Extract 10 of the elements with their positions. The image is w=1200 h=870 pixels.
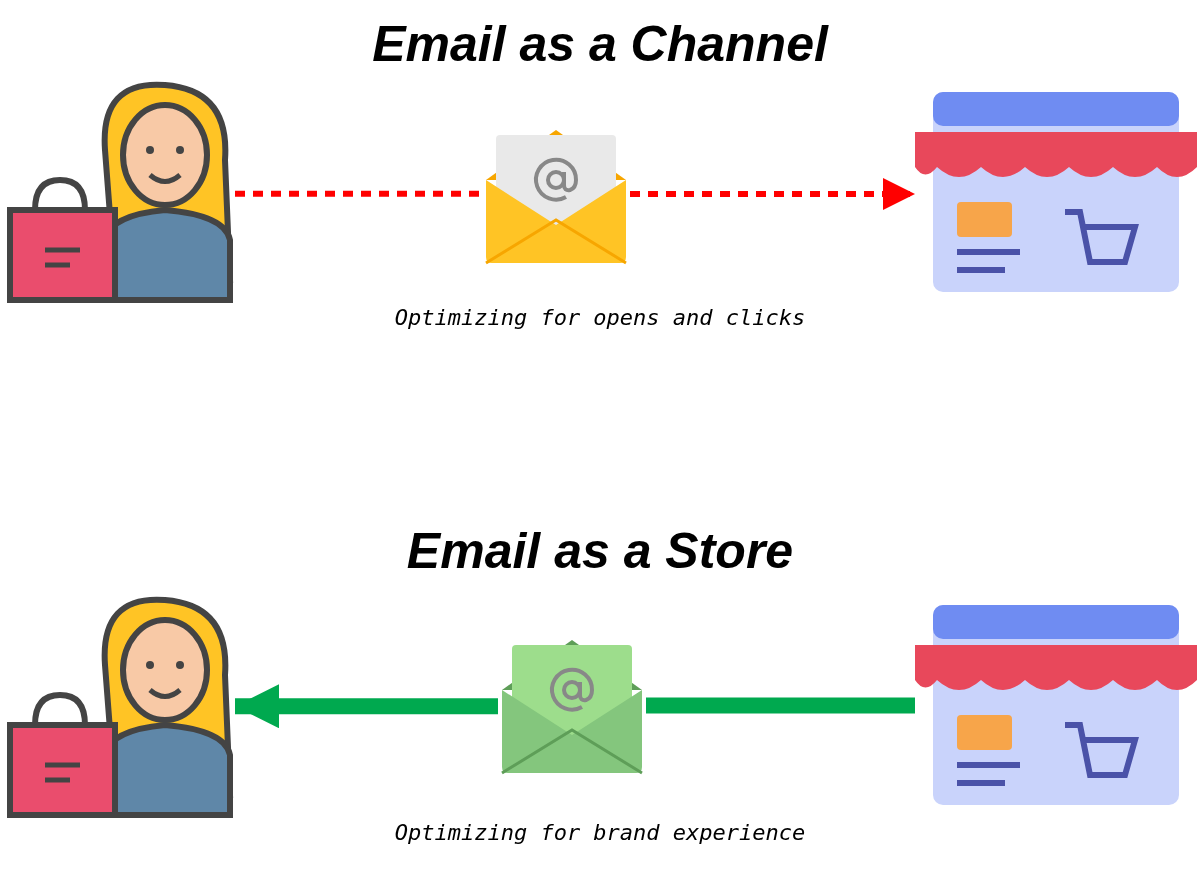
arrow (630, 178, 915, 210)
storefront-drawing (915, 605, 1197, 807)
arrow (235, 684, 498, 729)
shopper-drawing (5, 595, 235, 820)
caption-text: Optimizing for brand experience (394, 820, 806, 845)
storefront-drawing (915, 92, 1197, 294)
section-heading: Email as a Store (406, 522, 794, 580)
shopper-drawing (5, 80, 235, 305)
caption-text: Optimizing for opens and clicks (394, 305, 806, 330)
section-heading: Email as a Channel (372, 15, 828, 73)
